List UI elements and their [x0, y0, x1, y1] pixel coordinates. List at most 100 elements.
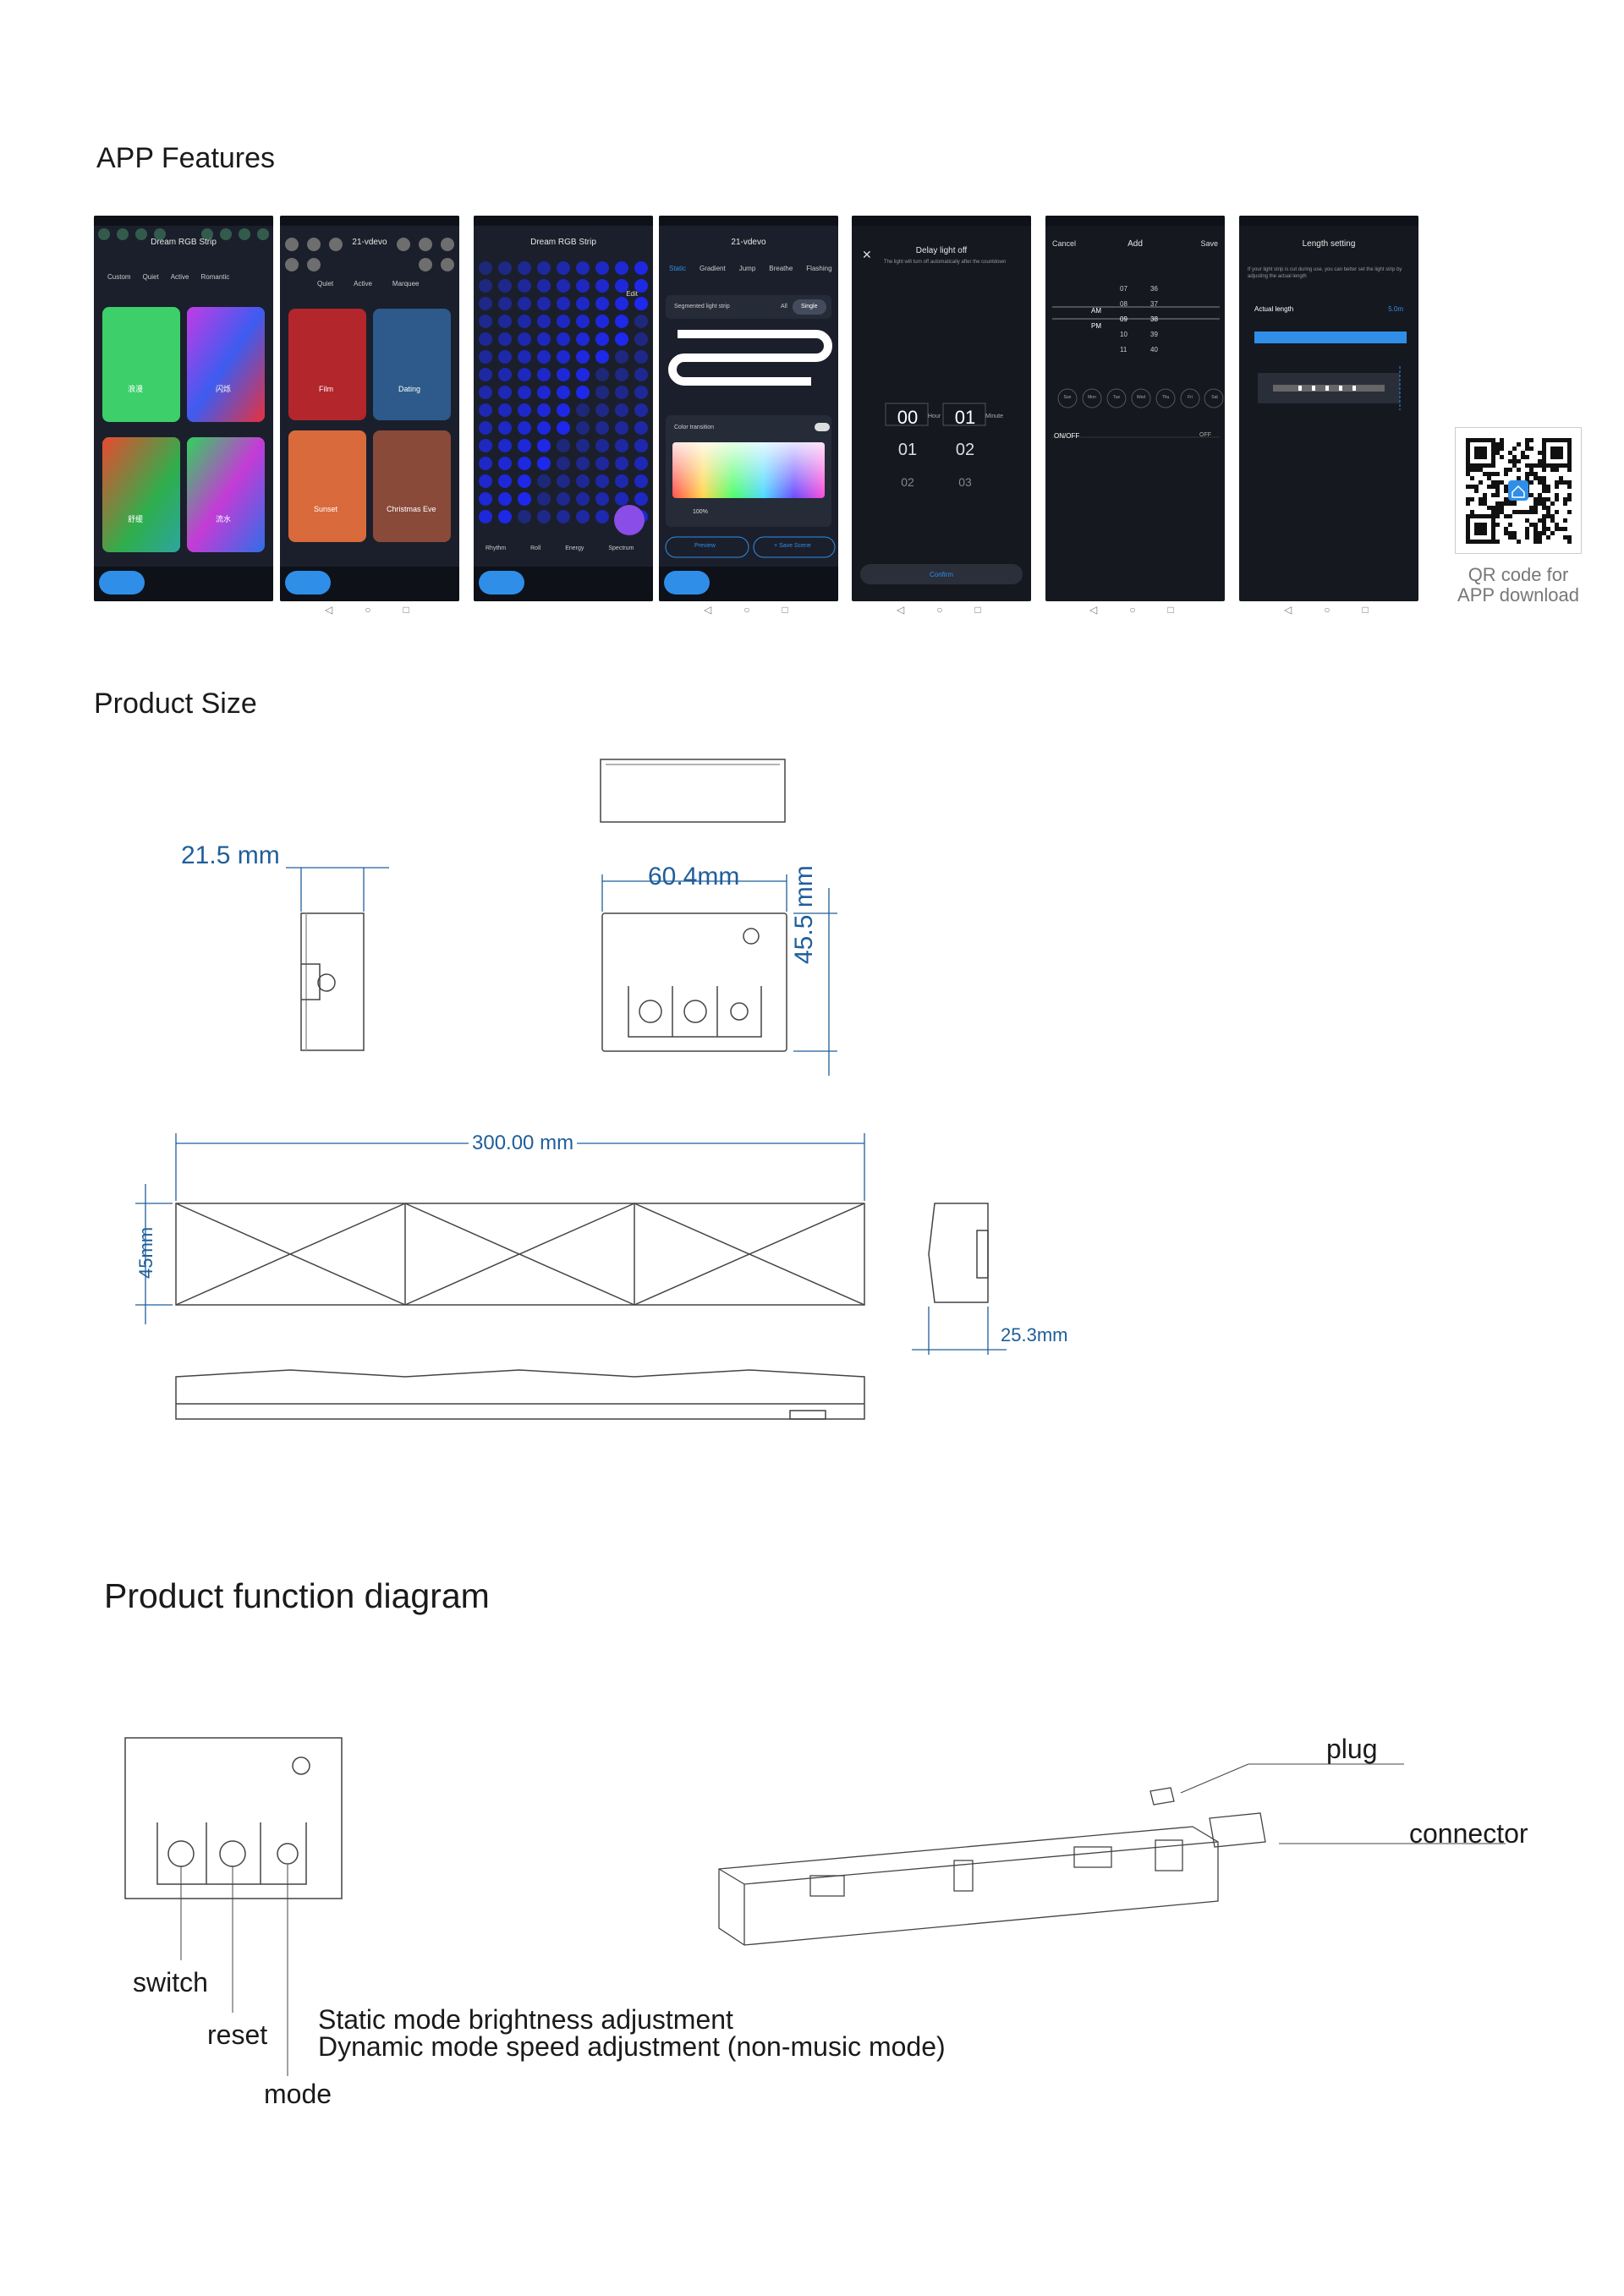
brightness-value: 100% [693, 509, 708, 515]
switch-label: switch [133, 1967, 208, 1997]
bar-depth-dimension: 25.3mm [1001, 1324, 1068, 1345]
brightness-line2: Dynamic mode speed adjustment (non-music… [318, 2031, 946, 2062]
minute-value[interactable]: 01 [954, 407, 976, 428]
minute-option[interactable]: 38 [1150, 315, 1158, 323]
reset-label: reset [207, 2019, 268, 2050]
save-button[interactable]: Save [1200, 239, 1218, 248]
tab-jump[interactable]: Jump [738, 265, 756, 272]
onoff-label: ON/OFF [1054, 432, 1080, 440]
hour-value[interactable]: 01 [897, 441, 918, 459]
minute-label: Minute [985, 414, 1004, 419]
minute-option[interactable]: 39 [1150, 331, 1158, 338]
save-scene-button[interactable]: + Save Scene [774, 543, 811, 549]
day-tue[interactable]: Tue [1112, 395, 1121, 400]
phone-screen-schedule: Cancel Add Save AM PM 07 08 09 10 11 36 … [1045, 216, 1225, 601]
single-option[interactable]: Single [801, 304, 818, 310]
segmented-label: Segmented light strip [674, 304, 730, 310]
brightness-line1: Static mode brightness adjustment [318, 2004, 733, 2035]
phone-screen-color: 21-vdevo Static Gradient Jump Breathe Fl… [659, 216, 838, 601]
phone-screen-scenes: Dream RGB Strip Custom Quiet Active Roma… [94, 216, 273, 601]
minute-option[interactable]: 36 [1150, 285, 1158, 293]
all-option[interactable]: All [781, 304, 787, 310]
plug-label: plug [1326, 1734, 1378, 1764]
scene-tile-label[interactable]: 闪烁 [216, 385, 232, 393]
phone6-title: Add [1127, 239, 1143, 249]
scene-tile-label[interactable]: 舒缓 [128, 515, 144, 523]
minute-value[interactable]: 02 [955, 441, 975, 459]
product-size-drawing [286, 759, 837, 1076]
edit-button[interactable]: Edit [626, 290, 638, 298]
phone1-title: Dream RGB Strip [151, 238, 217, 247]
scene-tile-label[interactable]: 流水 [216, 515, 232, 523]
scene-tile-label[interactable]: 浪漫 [128, 385, 144, 393]
hour-value[interactable]: 00 [897, 407, 919, 428]
phone-screen-themes: 21-vdevo Quiet Active Marquee Film Datin… [280, 216, 459, 601]
tab-romantic[interactable]: Romantic [200, 273, 230, 281]
day-fri[interactable]: Fri [1188, 395, 1193, 400]
day-sun[interactable]: Sun [1063, 395, 1072, 400]
tab-gradient[interactable]: Gradient [700, 265, 726, 272]
actual-length-value: 5.0m [1388, 305, 1403, 313]
day-wed[interactable]: Wed [1136, 395, 1146, 400]
onoff-value[interactable]: OFF [1199, 432, 1211, 438]
hour-option[interactable]: 08 [1120, 300, 1127, 308]
preview-button[interactable]: Preview [694, 543, 716, 549]
hour-label: Hour [928, 414, 941, 419]
am-option[interactable]: AM [1091, 307, 1101, 315]
hour-value[interactable]: 02 [901, 475, 914, 489]
cancel-button[interactable]: Cancel [1052, 239, 1077, 248]
hour-option[interactable]: 11 [1120, 346, 1127, 353]
close-icon[interactable]: ✕ [862, 248, 872, 261]
tab-flashing[interactable]: Flashing [806, 265, 832, 272]
tab-static[interactable]: Static [669, 265, 687, 272]
theme-tile-label[interactable]: Film [319, 385, 333, 393]
tab-marquee[interactable]: Marquee [392, 280, 420, 288]
qr-caption: QR code for APP download [1457, 564, 1579, 606]
tab-active[interactable]: Active [354, 280, 372, 288]
minute-option[interactable]: 37 [1150, 300, 1158, 308]
minute-option[interactable]: 40 [1150, 346, 1158, 353]
pm-option[interactable]: PM [1091, 322, 1101, 330]
phone3-title: Dream RGB Strip [530, 238, 596, 247]
system-nav-bar: ◁○□ [704, 604, 788, 616]
phone2-title: 21-vdevo [352, 238, 387, 247]
system-nav-bar: ◁○□ [1089, 604, 1174, 616]
theme-tile-label[interactable]: Dating [398, 385, 421, 393]
tab-quiet[interactable]: Quiet [142, 273, 159, 281]
day-thu[interactable]: Thu [1161, 395, 1170, 400]
connector-label: connector [1409, 1818, 1528, 1849]
phone-screen-music: Dream RGB Strip Edit Rhythm Roll Energy … [474, 216, 653, 601]
mode-label: mode [264, 2079, 332, 2109]
hour-option[interactable]: 09 [1120, 315, 1127, 323]
hour-option[interactable]: 10 [1120, 331, 1127, 338]
system-nav-bar: ◁○□ [1284, 604, 1369, 616]
hour-option[interactable]: 07 [1120, 285, 1127, 293]
side-width-dimension: 21.5 mm [181, 841, 280, 869]
mode-rhythm[interactable]: Rhythm [486, 545, 507, 551]
color-transition-label: Color transition [674, 425, 715, 430]
tab-quiet[interactable]: Quiet [317, 280, 334, 288]
actual-length-label: Actual length [1254, 305, 1294, 313]
function-diagram-title: Product function diagram [104, 1576, 490, 1615]
phone-screen-length: Length setting If your light strip is cu… [1239, 216, 1418, 601]
theme-tile-label[interactable]: Sunset [314, 505, 338, 513]
length-description: If your light strip is cut during use, y… [1248, 267, 1402, 279]
confirm-button[interactable]: Confirm [929, 571, 953, 578]
tab-breathe[interactable]: Breathe [769, 265, 793, 272]
minute-value[interactable]: 03 [958, 475, 972, 489]
mode-spectrum[interactable]: Spectrum [608, 545, 634, 551]
system-nav-bar: ◁○□ [325, 604, 409, 616]
delay-subtitle: The light will turn off automatically af… [883, 260, 1007, 265]
mode-roll[interactable]: Roll [530, 545, 541, 551]
phone-screen-delay: ✕ Delay light off The light will turn of… [852, 216, 1031, 601]
theme-tile-label[interactable]: Christmas Eve [387, 505, 436, 513]
tab-custom[interactable]: Custom [107, 273, 131, 281]
mode-energy[interactable]: Energy [565, 545, 584, 551]
phone5-title: Delay light off [915, 246, 968, 255]
day-mon[interactable]: Mon [1088, 395, 1096, 400]
product-size-title: Product Size [94, 688, 257, 720]
tab-active[interactable]: Active [170, 273, 189, 281]
app-features-title: APP Features [96, 142, 276, 174]
day-sat[interactable]: Sat [1211, 395, 1218, 400]
